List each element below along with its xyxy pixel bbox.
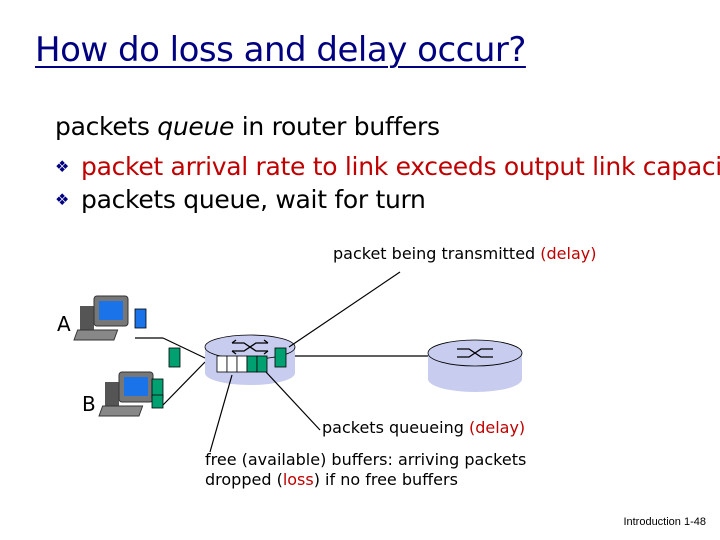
- pointer-lines: [209, 271, 401, 453]
- free-buffer: [216, 355, 228, 373]
- diamond-bullet-icon: ❖: [55, 190, 70, 209]
- free-buffers-label: free (available) buffers: arriving packe…: [205, 450, 527, 489]
- host-b-label: B: [82, 392, 96, 416]
- packet: [151, 394, 164, 409]
- host-a-computer-icon: [73, 295, 129, 341]
- free-buffer: [236, 355, 248, 373]
- router-2-icon: [427, 339, 523, 392]
- packet: [168, 347, 181, 368]
- bullet-item: ❖packets queue, wait for turn: [55, 185, 426, 214]
- bullet-item: ❖packet arrival rate to link exceeds out…: [55, 152, 720, 181]
- links: [135, 337, 428, 406]
- transmitting-packet: [274, 347, 287, 368]
- host-b-computer-icon: [98, 371, 154, 417]
- packet: [134, 308, 147, 329]
- queued-packet: [246, 355, 258, 373]
- slide-footer: Introduction 1-48: [623, 516, 706, 528]
- page-title: How do loss and delay occur?: [35, 30, 526, 70]
- host-a-label: A: [57, 312, 71, 336]
- buffer-queue: [216, 355, 268, 373]
- diamond-bullet-icon: ❖: [55, 157, 70, 176]
- queueing-label: packets queueing (delay): [322, 418, 526, 437]
- heading: packets queue in router buffers: [55, 112, 440, 141]
- transmitted-label: packet being transmitted (delay): [333, 244, 597, 263]
- free-buffer: [226, 355, 238, 373]
- queued-packet: [256, 355, 268, 373]
